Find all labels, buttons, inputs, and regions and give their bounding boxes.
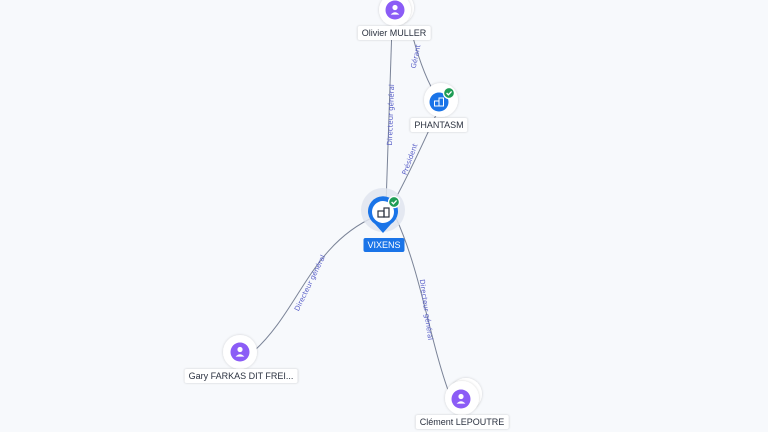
verified-badge-icon — [442, 86, 456, 100]
verified-badge-icon — [387, 195, 401, 209]
edge-label-olivier-phantasm: Gérant — [410, 44, 423, 69]
node-phantasm[interactable] — [424, 83, 458, 117]
node-clement[interactable] — [445, 378, 482, 415]
node-label-gary[interactable]: Gary FARKAS DIT FREI... — [184, 369, 298, 383]
node-label-clement[interactable]: Clément LEPOUTRE — [415, 415, 509, 429]
company-icon — [377, 207, 390, 218]
person-icon — [390, 4, 400, 15]
node-label-olivier[interactable]: Olivier MULLER — [357, 26, 431, 40]
edge-olivier-vixens[interactable] — [385, 25, 393, 206]
edge-gary-vixens[interactable] — [252, 215, 377, 353]
edge-label-clement-vixens: Directeur général — [418, 279, 434, 341]
person-icon — [235, 346, 245, 357]
node-olivier[interactable] — [379, 0, 414, 26]
node-vixens[interactable] — [361, 188, 405, 233]
node-label-phantasm[interactable]: PHANTASM — [410, 118, 468, 132]
edge-labels: Directeur général Gérant Président Direc… — [293, 44, 434, 341]
edge-label-gary-vixens: Directeur général — [293, 254, 327, 313]
edges — [252, 25, 449, 391]
node-label-vixens[interactable]: VIXENS — [363, 238, 405, 252]
edge-clement-vixens[interactable] — [395, 217, 449, 391]
company-icon — [434, 97, 444, 107]
node-gary[interactable] — [223, 335, 257, 369]
person-icon — [456, 393, 466, 404]
edge-label-olivier-vixens: Directeur général — [386, 84, 396, 146]
